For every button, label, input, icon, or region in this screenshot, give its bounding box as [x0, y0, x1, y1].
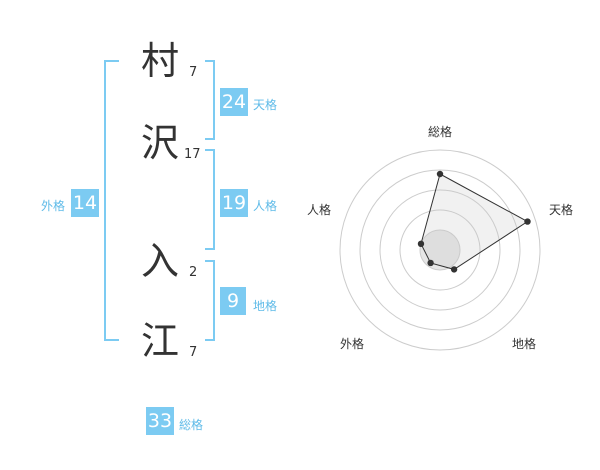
- gaikaku-label: 外格: [41, 199, 66, 213]
- name-char-2: 沢: [141, 121, 180, 165]
- chikaku-value: 9: [220, 287, 246, 315]
- radar-axis-label-gaikaku: 外格: [340, 337, 365, 351]
- tenkaku-label: 天格: [253, 98, 278, 112]
- radar-series-area: [420, 173, 529, 270]
- radar-point-3: [427, 259, 434, 267]
- name-char-4: 江: [141, 319, 180, 363]
- radar-point-2: [450, 266, 458, 273]
- stroke-count-2: 17: [184, 147, 201, 162]
- chikaku-bracket: [205, 260, 215, 341]
- radar-point-0: [436, 170, 444, 178]
- soukaku-label: 総格: [179, 418, 204, 432]
- radar-grid-ring-3: [379, 189, 501, 311]
- radar-grid-ring-5: [339, 149, 541, 351]
- radar-grid-ring-2: [399, 209, 481, 291]
- radar-axis-label-soukaku: 総格: [428, 125, 453, 139]
- jinkaku-label: 人格: [253, 199, 278, 213]
- chikaku-label: 地格: [253, 299, 278, 313]
- radar-point-1: [524, 218, 531, 225]
- name-char-1: 村: [141, 39, 180, 83]
- name-char-3: 入: [141, 239, 180, 283]
- radar-grid-ring-4: [359, 169, 521, 331]
- soukaku-value: 33: [146, 407, 174, 435]
- jinkaku-bracket: [205, 149, 215, 250]
- tenkaku-value: 24: [220, 88, 248, 116]
- tenkaku-bracket: [205, 60, 215, 140]
- radar-axis-label-chikaku: 地格: [512, 337, 537, 351]
- jinkaku-value: 19: [220, 189, 248, 217]
- stroke-count-3: 2: [189, 265, 198, 280]
- radar-point-4: [417, 240, 425, 248]
- stroke-count-4: 7: [189, 345, 198, 360]
- radar-axis-label-jinkaku: 人格: [307, 203, 332, 217]
- gaikaku-value: 14: [71, 189, 99, 217]
- outer-bracket: [104, 60, 119, 341]
- radar-axis-label-tenkaku: 天格: [549, 203, 574, 217]
- stroke-count-1: 7: [189, 65, 198, 80]
